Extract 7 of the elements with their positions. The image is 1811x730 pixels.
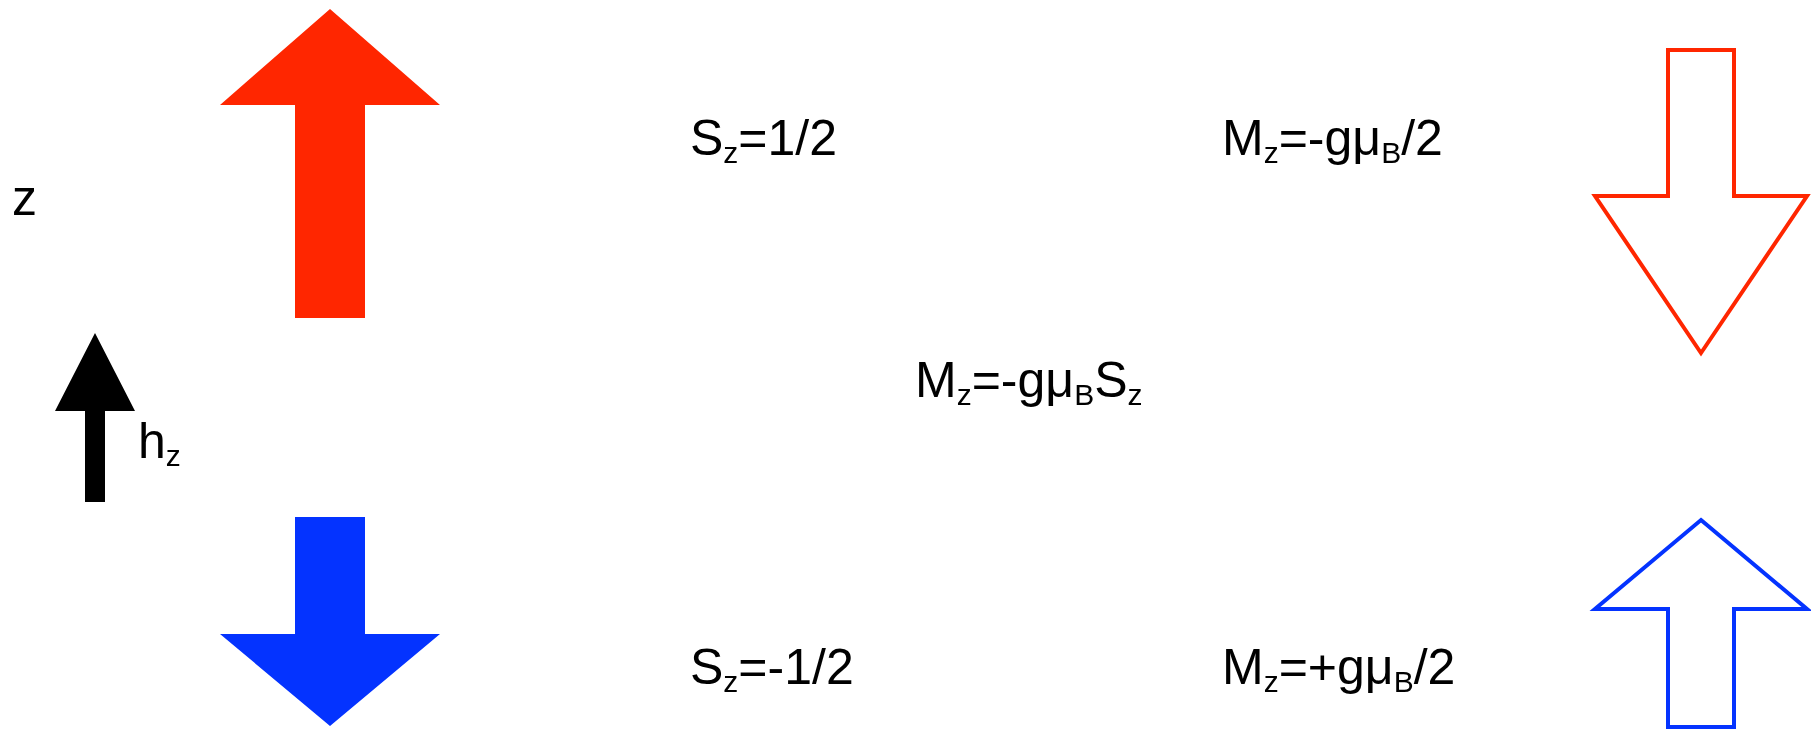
formula-label: S$_{z}$=1/2 xyxy=(690,113,838,168)
formula-label: S$_{z}$=-1/2 xyxy=(690,642,854,697)
formula-label: M$_{z}$=-gμ$_{B}$/2 xyxy=(1222,113,1443,168)
formula-label: M$_{z}$=+gμ$_{B}$/2 xyxy=(1222,642,1456,697)
formula-label: M$_{z}$=-gμ$_{B}$S$_{z}$ xyxy=(915,355,1143,410)
axis-label: z xyxy=(12,173,37,223)
field-label: h$_{z}$ xyxy=(138,416,181,471)
